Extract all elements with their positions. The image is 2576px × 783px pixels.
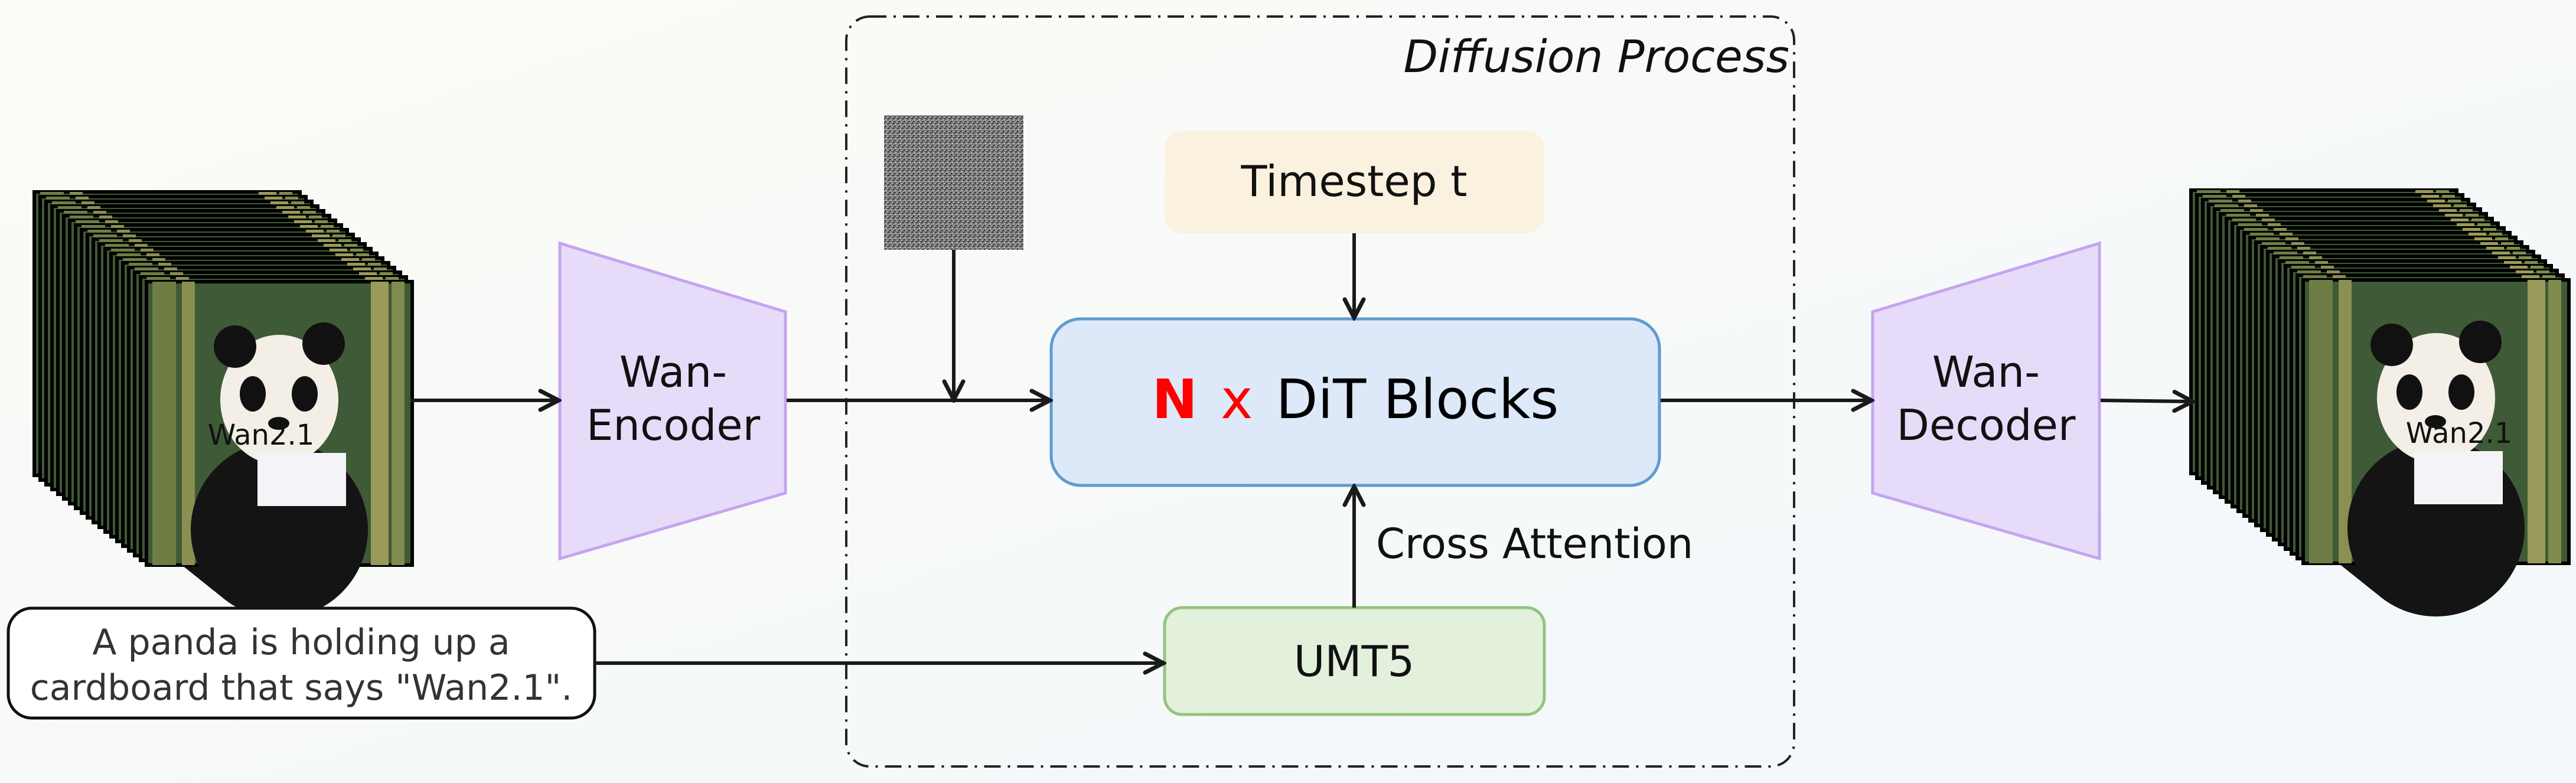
panda-sign-text: Wan2.1 bbox=[208, 419, 315, 452]
cross-attention-label: Cross Attention bbox=[1376, 520, 1693, 568]
prompt-line1: A panda is holding up a bbox=[92, 622, 510, 663]
timestep-box: Timestep t bbox=[1165, 131, 1544, 233]
decoder-label-line2: Decoder bbox=[1897, 400, 2076, 450]
output-video-frames: Wan2.1 bbox=[2191, 190, 2569, 616]
encoder-label-line2: Encoder bbox=[586, 400, 761, 450]
svg-text:N x DiT Blocks: N x DiT Blocks bbox=[1152, 368, 1559, 431]
input-video-frames: Wan2.1 bbox=[34, 192, 412, 618]
timestep-label: Timestep t bbox=[1240, 156, 1467, 206]
wan-encoder: Wan- Encoder bbox=[558, 241, 787, 561]
wan-decoder: Wan- Decoder bbox=[1871, 241, 2101, 561]
output-panda-sign-text: Wan2.1 bbox=[2406, 417, 2513, 450]
arrows bbox=[410, 233, 2192, 663]
dit-blocks-box: N x DiT Blocks bbox=[1049, 317, 1661, 487]
dit-count-n: N bbox=[1152, 368, 1198, 431]
umt5-box: UMT5 bbox=[1163, 606, 1546, 716]
dit-label: DiT Blocks bbox=[1276, 368, 1559, 431]
text-prompt-box: A panda is holding up a cardboard that s… bbox=[6, 606, 596, 720]
encoder-label-line1: Wan- bbox=[619, 347, 727, 397]
diffusion-process-label: Diffusion Process bbox=[1404, 30, 1790, 83]
arrow-decoder-to-output bbox=[2100, 400, 2192, 402]
diffusion-process-region: Diffusion Process bbox=[845, 15, 1795, 768]
prompt-line2: cardboard that says "Wan2.1". bbox=[30, 667, 573, 709]
umt5-label: UMT5 bbox=[1294, 637, 1415, 686]
decoder-label-line1: Wan- bbox=[1932, 347, 2040, 397]
dit-multiply: x bbox=[1221, 368, 1253, 431]
gaussian-noise-image bbox=[884, 115, 1023, 250]
